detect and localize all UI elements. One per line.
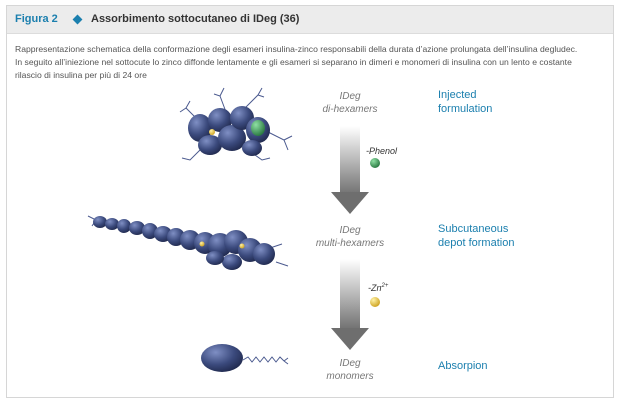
- figure-caption: Rappresentazione schematica della confor…: [15, 43, 605, 82]
- caption-line: In seguito all’iniezione nel sottocute l…: [15, 57, 572, 67]
- caption-line: rilascio di insulina per più di 24 ore: [15, 70, 147, 80]
- figure-label: Figura 2: [15, 13, 58, 25]
- stage-molecule-label: IDeg multi-hexamers: [315, 225, 385, 249]
- stage-molecule-label: IDeg di-hexamers: [322, 91, 378, 115]
- zinc-ion-icon: [370, 297, 380, 307]
- figure-title: Assorbimento sottocutaneo di IDeg (36): [91, 13, 300, 25]
- phenol-label: -Phenol: [366, 146, 398, 156]
- arrow-down-icon: [331, 126, 369, 214]
- figure-header: Figura 2 Assorbimento sottocutaneo di ID…: [7, 6, 613, 34]
- stage-molecule-label: IDeg monomers: [326, 358, 374, 382]
- di-hexamer-illustration: [179, 87, 293, 161]
- stage-title: Subcutaneous depot formation: [438, 223, 515, 249]
- stage-title: Injected formulation: [438, 89, 493, 115]
- arrow-down-icon: [331, 259, 369, 350]
- zinc-label: -Zn2+: [368, 283, 389, 293]
- stage-title: Absorpion: [438, 360, 488, 372]
- phenol-molecule-icon: [370, 158, 380, 168]
- figure-frame: Figura 2 Assorbimento sottocutaneo di ID…: [6, 5, 614, 398]
- caption-line: Rappresentazione schematica della confor…: [15, 44, 578, 54]
- multi-hexamer-illustration: [87, 215, 289, 270]
- monomer-illustration: [201, 344, 289, 372]
